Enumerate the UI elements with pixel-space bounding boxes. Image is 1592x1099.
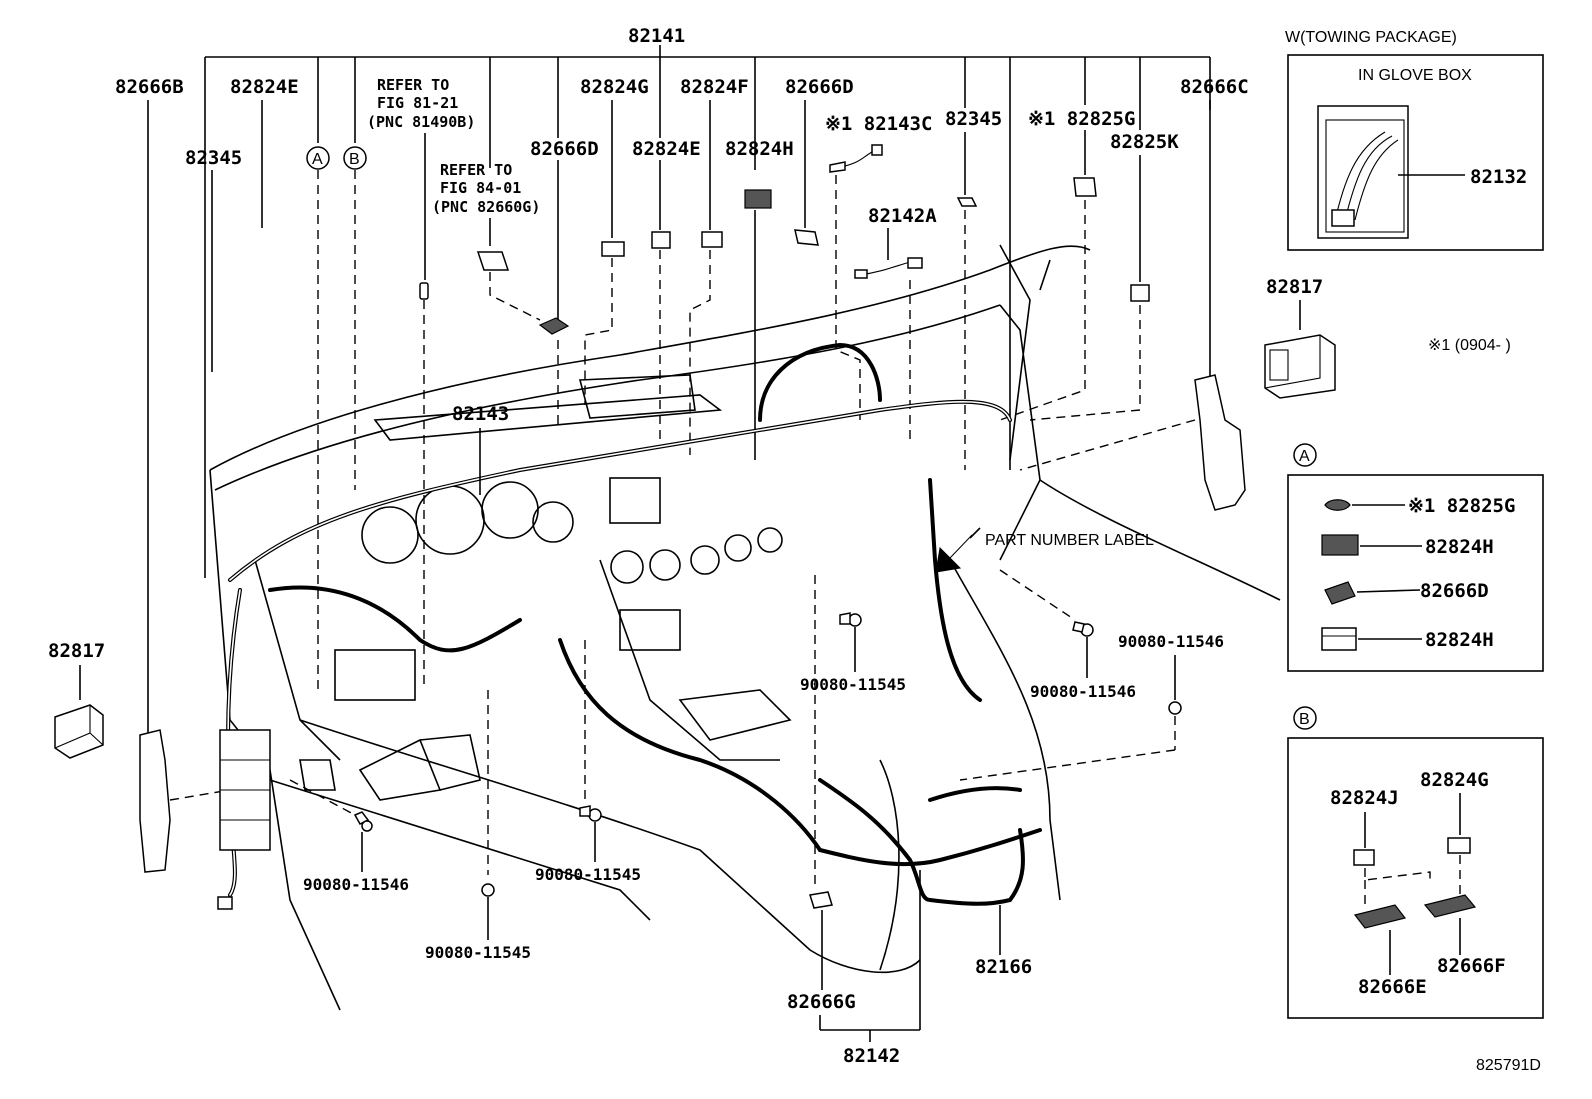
label-82817-right: 82817 <box>1266 276 1323 298</box>
label-90080-11546-right-a: 90080-11546 <box>1030 682 1136 701</box>
main-wire-harness <box>226 342 1042 906</box>
label-82142: 82142 <box>843 1045 900 1067</box>
detail-b-82824J: 82824J <box>1330 787 1399 809</box>
label-82824F: 82824F <box>680 76 749 98</box>
svg-text:(PNC 81490B): (PNC 81490B) <box>367 113 475 131</box>
detail-a-item-4: 82824H <box>1425 629 1494 651</box>
detail-b-82666F: 82666F <box>1437 955 1506 977</box>
label-82142A: 82142A <box>868 205 937 227</box>
svg-text:REFER TO: REFER TO <box>440 161 512 179</box>
label-82824E-mid: 82824E <box>632 138 701 160</box>
detail-a-item-1: ※1 82825G <box>1408 495 1515 517</box>
label-82666D-a: 82666D <box>530 138 599 160</box>
refer-note-81-21: REFER TO FIG 81-21 (PNC 81490B) <box>367 76 475 690</box>
callout-b-top: B <box>343 146 367 490</box>
bolt-90080-bottom-left: 90080-11545 <box>425 690 531 962</box>
bolt-90080-right-b: 90080-11546 <box>959 632 1224 781</box>
bracket-82666B <box>139 729 231 873</box>
towing-package-panel: W(TOWING PACKAGE) IN GLOVE BOX 82132 <box>1285 29 1544 251</box>
detail-box-a: A ※1 82825G 82824H 82666D 82824H <box>1287 443 1544 672</box>
part-number-label-callout: PART NUMBER LABEL <box>935 527 1154 573</box>
figure-id: 825791D <box>1476 1057 1541 1074</box>
leader-82666G: 82666G <box>787 575 856 1013</box>
label-82666G: 82666G <box>787 991 856 1013</box>
svg-text:(PNC 82660G): (PNC 82660G) <box>432 198 540 216</box>
label-82345-left: 82345 <box>185 147 242 169</box>
label-82825G-top: ※1 82825G <box>1028 108 1135 130</box>
label-82825K: 82825K <box>1110 131 1179 153</box>
label-82666C: 82666C <box>1180 76 1249 98</box>
callout-a-letter: A <box>312 151 323 168</box>
label-90080-11546-left: 90080-11546 <box>303 875 409 894</box>
label-82143: 82143 <box>452 403 509 425</box>
detail-box-b: B 82824J 82824G 82666E 82666F <box>1287 706 1544 1019</box>
detail-b-82666E: 82666E <box>1358 976 1427 998</box>
relay-block-82817-right: 82817 <box>1264 276 1336 399</box>
towing-package-title: W(TOWING PACKAGE) <box>1285 29 1457 46</box>
bolt-90080-right-a: 90080-11546 <box>999 569 1136 701</box>
detail-b-82824G: 82824G <box>1420 769 1489 791</box>
part-number-label-text: PART NUMBER LABEL <box>985 532 1154 549</box>
label-82141: 82141 <box>628 25 685 47</box>
detail-a-circle-letter: A <box>1299 448 1310 465</box>
label-90080-11545-bottom-mid: 90080-11545 <box>535 865 641 884</box>
bracket-82666C <box>1019 374 1246 511</box>
label-90080-11546-right-b: 90080-11546 <box>1118 632 1224 651</box>
refer-note-84-01: REFER TO FIG 84-01 (PNC 82660G) <box>432 161 540 321</box>
towing-part-82132: 82132 <box>1470 166 1527 188</box>
svg-text:REFER TO: REFER TO <box>377 76 449 94</box>
leader-82142: 82142 <box>819 870 921 1067</box>
label-82824G: 82824G <box>580 76 649 98</box>
label-82824H: 82824H <box>725 138 794 160</box>
leader-group-82141: 82141 <box>204 25 1211 578</box>
label-82824E-left: 82824E <box>230 76 299 98</box>
label-90080-11545-bottom-left: 90080-11545 <box>425 943 531 962</box>
callout-b-letter: B <box>349 151 360 168</box>
svg-text:FIG 81-21: FIG 81-21 <box>377 94 458 112</box>
relay-block-82817-left <box>54 704 104 759</box>
label-82345-right: 82345 <box>945 108 1002 130</box>
production-date-note: ※1 (0904- ) <box>1428 337 1511 354</box>
callout-a-top: A <box>306 146 330 690</box>
bolt-90080-center: 90080-11545 <box>800 612 906 694</box>
bolt-90080-bottom-mid: 90080-11545 <box>535 640 641 884</box>
label-82817-left: 82817 <box>48 640 105 662</box>
detail-a-item-2: 82824H <box>1425 536 1494 558</box>
label-90080-11545-center: 90080-11545 <box>800 675 906 694</box>
label-82666D-b: 82666D <box>785 76 854 98</box>
leader-82166: 82166 <box>975 905 1032 978</box>
label-82666B: 82666B <box>115 76 184 98</box>
bolt-90080-left: 90080-11546 <box>289 779 409 894</box>
junction-block-left <box>217 729 271 910</box>
detail-a-item-3: 82666D <box>1420 580 1489 602</box>
detail-b-circle-letter: B <box>1299 711 1310 728</box>
svg-text:FIG 84-01: FIG 84-01 <box>440 179 521 197</box>
label-82166: 82166 <box>975 956 1032 978</box>
instrument-panel-outline <box>209 244 1281 1011</box>
label-82143C: ※1 82143C <box>825 113 932 135</box>
towing-package-subtitle: IN GLOVE BOX <box>1358 67 1472 84</box>
